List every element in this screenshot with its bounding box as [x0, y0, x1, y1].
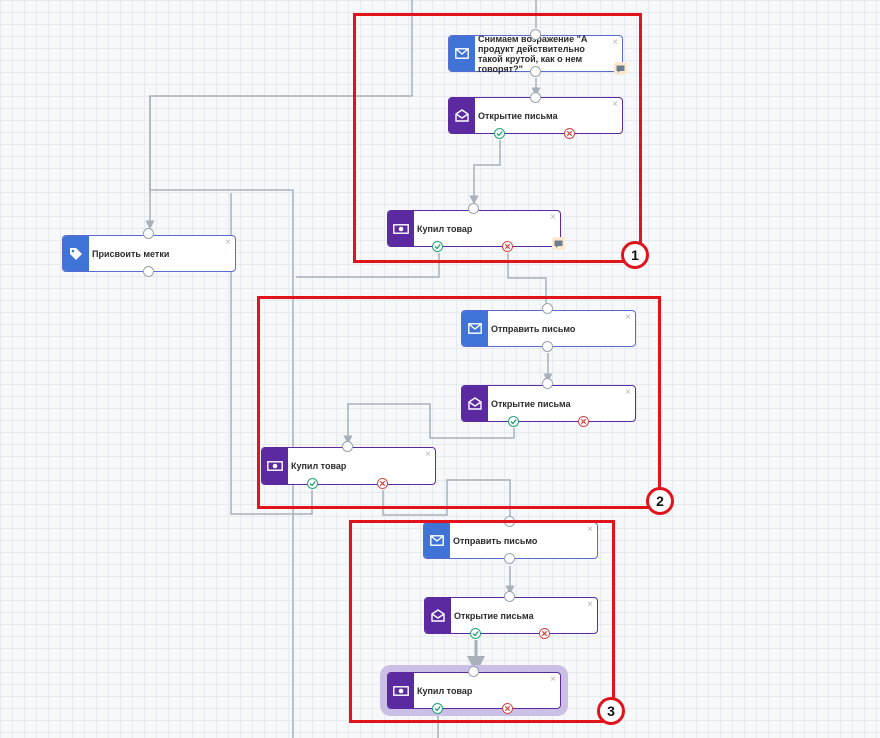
close-icon[interactable]: ×	[612, 99, 618, 110]
success-port[interactable]	[470, 628, 481, 639]
check-icon	[510, 419, 517, 425]
check-icon	[434, 244, 441, 250]
cross-icon	[504, 243, 511, 250]
check-icon	[496, 131, 503, 137]
money-icon	[388, 211, 414, 246]
envelope-icon	[424, 523, 450, 558]
cross-icon	[541, 630, 548, 637]
close-icon[interactable]: ×	[550, 674, 556, 685]
annotation-box-1	[353, 13, 642, 263]
money-icon	[388, 673, 414, 708]
check-icon	[472, 631, 479, 637]
annotation-number-1: 1	[621, 241, 649, 269]
node-label: Купил товар	[291, 461, 347, 471]
purchase-condition-node-2[interactable]: Купил товар ×	[261, 447, 436, 485]
send-email-node-3[interactable]: Отправить письмо ×	[423, 522, 598, 559]
close-icon[interactable]: ×	[587, 599, 593, 610]
open-envelope-icon	[462, 386, 488, 421]
node-label: Открытие письма	[454, 610, 534, 621]
tag-icon	[63, 236, 89, 271]
cross-icon	[580, 418, 587, 425]
fail-port[interactable]	[502, 241, 513, 252]
email-opened-condition-node-3[interactable]: Открытие письма ×	[424, 597, 598, 634]
input-port[interactable]	[504, 591, 515, 602]
open-envelope-icon	[449, 98, 475, 133]
comment-icon[interactable]	[614, 62, 627, 75]
input-port[interactable]	[468, 203, 479, 214]
fail-port[interactable]	[502, 703, 513, 714]
success-port[interactable]	[432, 703, 443, 714]
purchase-condition-node[interactable]: Купил товар ×	[387, 210, 561, 247]
money-icon	[262, 448, 288, 484]
close-icon[interactable]: ×	[225, 237, 231, 248]
cross-icon	[566, 130, 573, 137]
node-label: Купил товар	[417, 223, 473, 234]
output-port[interactable]	[143, 266, 154, 277]
annotation-number-3: 3	[597, 697, 625, 725]
close-icon[interactable]: ×	[550, 212, 556, 223]
input-port[interactable]	[542, 378, 553, 389]
envelope-icon	[462, 311, 488, 346]
success-port[interactable]	[508, 416, 519, 427]
envelope-icon	[449, 36, 475, 71]
comment-icon[interactable]	[552, 237, 565, 250]
input-port[interactable]	[530, 92, 541, 103]
success-port[interactable]	[307, 478, 318, 489]
success-port[interactable]	[494, 128, 505, 139]
input-port[interactable]	[542, 303, 553, 314]
node-label: Присвоить метки	[92, 248, 170, 259]
close-icon[interactable]: ×	[425, 449, 431, 460]
close-icon[interactable]: ×	[587, 524, 593, 535]
fail-port[interactable]	[564, 128, 575, 139]
node-label: Купил товар	[417, 685, 473, 696]
node-label: Отправить письмо	[491, 323, 576, 334]
input-port[interactable]	[342, 441, 353, 452]
fail-port[interactable]	[539, 628, 550, 639]
close-icon[interactable]: ×	[625, 387, 631, 398]
success-port[interactable]	[432, 241, 443, 252]
output-port[interactable]	[530, 66, 541, 77]
check-icon	[434, 706, 441, 712]
check-icon	[309, 481, 316, 487]
cross-icon	[504, 705, 511, 712]
node-label: Открытие письма	[478, 110, 558, 121]
email-opened-condition-node[interactable]: Открытие письма ×	[448, 97, 623, 134]
annotation-box-2	[257, 296, 661, 509]
output-port[interactable]	[542, 341, 553, 352]
node-label: Отправить письмо	[453, 535, 538, 546]
node-label: Открытие письма	[491, 398, 571, 409]
close-icon[interactable]: ×	[612, 37, 618, 48]
input-port[interactable]	[530, 29, 541, 40]
input-port[interactable]	[143, 228, 154, 239]
fail-port[interactable]	[578, 416, 589, 427]
output-port[interactable]	[504, 553, 515, 564]
open-envelope-icon	[425, 598, 451, 633]
annotation-number-2: 2	[646, 487, 674, 515]
fail-port[interactable]	[377, 478, 388, 489]
cross-icon	[379, 480, 386, 487]
close-icon[interactable]: ×	[625, 312, 631, 323]
input-port[interactable]	[468, 666, 479, 677]
annotation-box-3	[349, 520, 615, 723]
